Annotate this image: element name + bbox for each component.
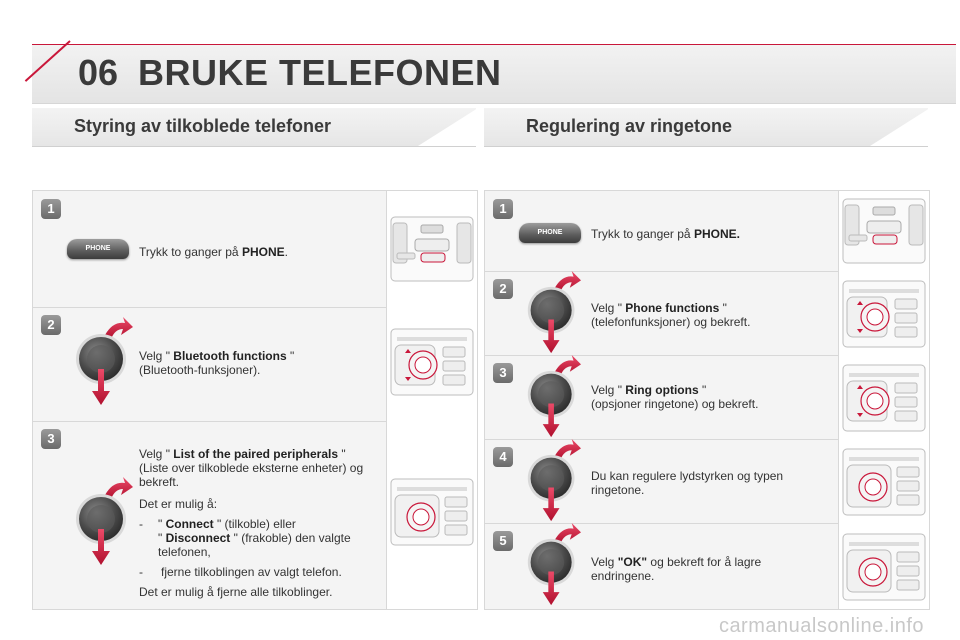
- rotary-knob-icon: [525, 355, 581, 439]
- right-step-2: 2 Velg " Phone functions " (telefonfunks…: [485, 271, 929, 356]
- control-panel-illustration: [386, 307, 477, 421]
- step-number-badge: 1: [41, 199, 61, 219]
- right-step-5: 5 Velg "OK" og bekreft for å lagre endri…: [485, 523, 929, 609]
- rotary-knob-icon: [73, 477, 133, 567]
- dashboard-illustration: [838, 191, 929, 271]
- left-step-2-text: Velg " Bluetooth functions " (Bluetooth-…: [139, 349, 295, 377]
- rotary-knob-icon: [73, 317, 133, 407]
- step-number-badge: 3: [41, 429, 61, 449]
- control-panel-illustration: [838, 355, 929, 439]
- step-number-badge: 2: [41, 315, 61, 335]
- step-number-badge: 3: [493, 363, 513, 383]
- left-section-title: Styring av tilkoblede telefoner: [74, 116, 332, 136]
- chapter-header-band: [32, 44, 956, 104]
- right-step-2-text: Velg " Phone functions " (telefonfunksjo…: [591, 301, 751, 329]
- phone-button-icon: PHONE: [67, 239, 129, 259]
- chapter-number: 06: [78, 52, 119, 93]
- left-step-2: 2 Velg " Bluetooth functions " (Bluetoot…: [33, 307, 477, 422]
- right-step-1-text: Trykk to ganger på PHONE.: [591, 227, 740, 241]
- rotary-knob-icon: [525, 439, 581, 523]
- right-step-3-text: Velg " Ring options " (opsjoner ringeton…: [591, 383, 759, 411]
- step-number-badge: 2: [493, 279, 513, 299]
- right-section-header: Regulering av ringetone: [484, 108, 930, 147]
- rotary-knob-icon: [525, 523, 581, 607]
- left-step-3: 3 Velg " List of the paired peripherals …: [33, 421, 477, 609]
- left-section-header: Styring av tilkoblede telefoner: [32, 108, 478, 147]
- left-step-3-text: Velg " List of the paired peripherals " …: [139, 447, 364, 599]
- right-step-1: 1 PHONE Trykk to ganger på PHONE.: [485, 191, 929, 272]
- control-panel-illustration: [838, 271, 929, 355]
- watermark: carmanualsonline.info: [718, 615, 924, 637]
- left-steps-panel: 1 PHONE Trykk to ganger på PHONE. 2 Velg…: [32, 190, 478, 610]
- left-step-1-text: Trykk to ganger på PHONE.: [139, 245, 288, 259]
- step-number-badge: 1: [493, 199, 513, 219]
- control-panel-illustration: [386, 421, 477, 609]
- right-step-4: 4 Du kan regulere lydstyrken og typen ri…: [485, 439, 929, 524]
- right-step-3: 3 Velg " Ring options " (opsjoner ringet…: [485, 355, 929, 440]
- right-steps-panel: 1 PHONE Trykk to ganger på PHONE. 2 Velg…: [484, 190, 930, 610]
- right-step-4-text: Du kan regulere lydstyrken og typen ring…: [591, 469, 784, 497]
- right-step-5-text: Velg "OK" og bekreft for å lagre endring…: [591, 555, 762, 583]
- left-step-1: 1 PHONE Trykk to ganger på PHONE.: [33, 191, 477, 308]
- chapter-title: BRUKE TELEFONEN: [138, 52, 502, 93]
- step-number-badge: 5: [493, 531, 513, 551]
- right-section-title: Regulering av ringetone: [526, 116, 733, 136]
- control-panel-illustration: [838, 439, 929, 523]
- phone-button-icon: PHONE: [519, 223, 581, 243]
- rotary-knob-icon: [525, 271, 581, 355]
- control-panel-illustration: [838, 523, 929, 609]
- dashboard-illustration: [386, 191, 477, 307]
- step-number-badge: 4: [493, 447, 513, 467]
